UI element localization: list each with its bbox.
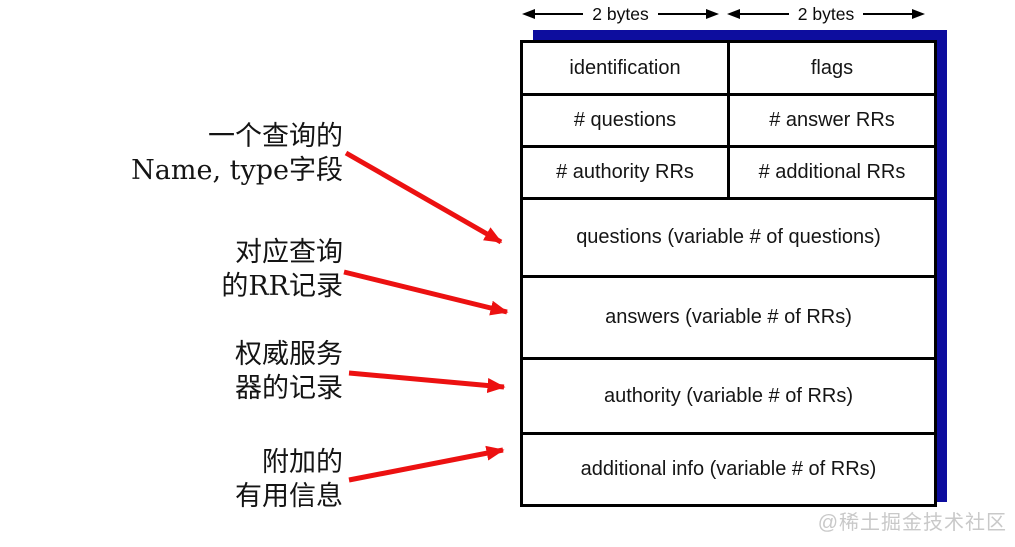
- cell-additional-info-section: additional info (variable # of RRs): [580, 458, 877, 480]
- cell-num-questions: # questions: [523, 96, 730, 145]
- annotation-line: 权威服务: [235, 339, 343, 370]
- annotation-line: Name, type字段: [131, 155, 343, 186]
- cell-num-answer-rrs: # answer RRs: [769, 109, 895, 131]
- arrow-line: [535, 12, 584, 16]
- cell-identification: identification: [523, 43, 730, 93]
- arrowhead-right-icon: [912, 9, 925, 19]
- table-row: questions (variable # of questions): [523, 200, 934, 278]
- cell-answers-section: answers (variable # of RRs): [605, 306, 852, 328]
- red-arrow-additional: [348, 445, 505, 483]
- annotation-line: 对应查询: [235, 237, 343, 268]
- watermark: @稀土掘金技术社区: [817, 512, 1007, 534]
- cell-num-additional-rrs: # additional RRs: [758, 161, 906, 183]
- cell-questions-section: questions (variable # of questions): [576, 226, 881, 248]
- table-row: authority (variable # of RRs): [523, 360, 934, 435]
- arrowhead-left-icon: [727, 9, 740, 19]
- arrow-line: [657, 12, 706, 16]
- annotation-line: 的RR记录: [221, 271, 343, 302]
- red-arrow-questions: [344, 150, 503, 245]
- table-row: # questions # answer RRs: [523, 96, 934, 148]
- annotation-rr-records: 对应查询 的RR记录: [221, 236, 343, 304]
- annotation-line: 一个查询的: [208, 121, 343, 152]
- table-row: # authority RRs # additional RRs: [523, 148, 934, 200]
- byte-span-arrow-right: 2 bytes: [727, 3, 925, 25]
- dns-message-table: identification flags # questions # answe…: [520, 40, 937, 507]
- annotation-authority-records: 权威服务 器的记录: [235, 338, 343, 406]
- cell-num-authority-rrs: # authority RRs: [523, 148, 730, 197]
- cell-authority-section: authority (variable # of RRs): [604, 384, 853, 407]
- byte-span-label: 2 bytes: [592, 3, 649, 24]
- arrowhead-right-icon: [706, 9, 719, 19]
- annotation-line: 器的记录: [235, 373, 343, 404]
- arrow-line: [863, 12, 912, 16]
- arrow-line: [740, 12, 789, 16]
- table-row: additional info (variable # of RRs): [523, 435, 934, 504]
- table-row: answers (variable # of RRs): [523, 278, 934, 360]
- annotation-line: 有用信息: [235, 481, 343, 512]
- arrowhead-left-icon: [522, 9, 535, 19]
- byte-span-label: 2 bytes: [797, 3, 855, 24]
- byte-span-arrow-left: 2 bytes: [522, 3, 719, 25]
- red-arrow-answers: [343, 269, 509, 316]
- red-arrow-authority: [348, 370, 506, 393]
- table-row: identification flags: [523, 43, 934, 96]
- cell-flags: flags: [810, 56, 854, 79]
- annotation-query-name-type: 一个查询的 Name, type字段: [131, 120, 343, 188]
- annotation-line: 附加的: [262, 447, 343, 478]
- annotation-additional-info: 附加的 有用信息: [235, 446, 343, 514]
